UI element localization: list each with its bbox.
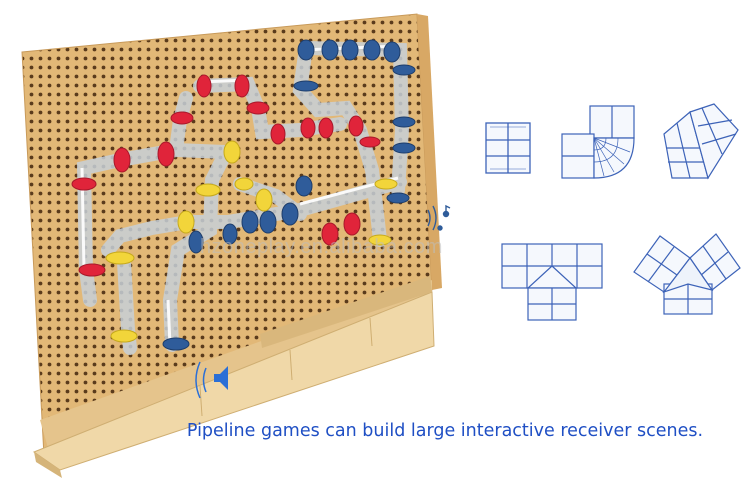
sound-wave-icon (427, 204, 451, 231)
diagram-wye-module (633, 233, 741, 315)
speaker-icon (195, 361, 228, 399)
yellow-connector-rings (105, 140, 398, 343)
diagram-straight-module (485, 122, 531, 174)
diagram-angle-module (663, 103, 739, 180)
base-tray (32, 276, 435, 478)
blue-connector-rings (162, 39, 416, 351)
red-connector-rings (71, 74, 381, 277)
caption-text: Pipeline games can build large interacti… (186, 421, 704, 441)
diagram-elbow-module (561, 105, 635, 179)
watermark-text: hzoneplay.en.alibaba.com (200, 236, 443, 258)
diagram-tee-module (501, 243, 603, 321)
